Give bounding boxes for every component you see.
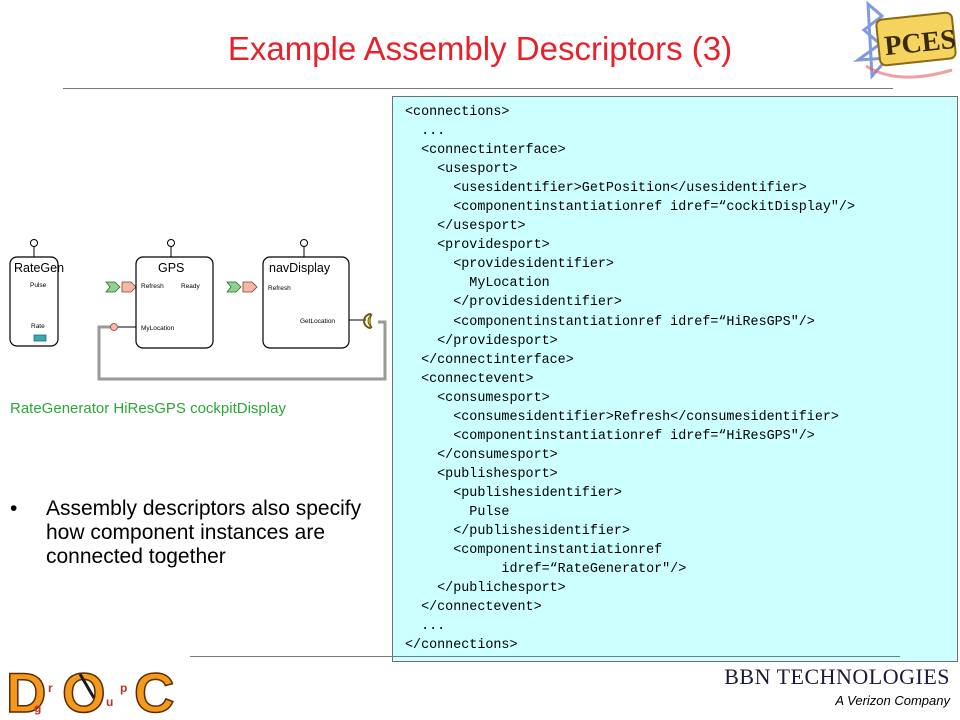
- connection-wire: [97, 320, 387, 381]
- footer-divider: [190, 656, 900, 657]
- component-diagram: RateGen Pulse Rate GPS Refresh Ready MyL…: [9, 239, 387, 381]
- code-line: <componentinstantiationref idref=“HiResG…: [405, 428, 815, 444]
- code-line: Pulse: [405, 504, 510, 520]
- component-navdisplay: navDisplay Refresh GetLocation: [262, 239, 373, 349]
- code-line: <publishesidentifier>: [405, 485, 622, 501]
- code-line: ...: [405, 124, 446, 140]
- code-line: </providesport>: [405, 333, 558, 349]
- code-line: MyLocation: [405, 276, 550, 292]
- receptacle-port: [367, 313, 373, 329]
- component-name: RateGen: [14, 261, 64, 275]
- code-line: <providesidentifier>: [405, 257, 614, 273]
- code-line: <componentinstantiationref idref=“cockit…: [405, 200, 855, 216]
- event-connection: [105, 281, 137, 293]
- code-line: <componentinstantiationref: [405, 543, 663, 559]
- code-line: </publichesport>: [405, 581, 566, 597]
- doc-logo-letter: C: [134, 662, 174, 718]
- doc-logo-letter: O: [62, 662, 106, 718]
- pces-logo: PCES: [852, 0, 957, 80]
- xml-code: <connections> ... <connectinterface> <us…: [405, 103, 855, 655]
- attribute-port: [33, 334, 47, 342]
- bbn-logo-tagline: A Verizon Company: [835, 693, 950, 708]
- port-label: Ready: [181, 283, 201, 290]
- doc-logo-letter: p: [120, 681, 127, 695]
- slide-title: Example Assembly Descriptors (3): [227, 30, 733, 67]
- facet-port: [110, 323, 118, 331]
- bullet-marker: •: [10, 497, 18, 520]
- event-connection: [226, 281, 258, 293]
- code-line: <consumesidentifier>Refresh</consumeside…: [405, 409, 839, 425]
- code-line: </connections>: [405, 638, 518, 654]
- code-line: <publishesport>: [405, 466, 558, 482]
- port-label: GetLocation: [300, 318, 335, 325]
- code-line: <connections>: [405, 105, 510, 120]
- code-line: </usesport>: [405, 219, 526, 235]
- code-line: <connectinterface>: [405, 143, 566, 159]
- code-line: </connectevent>: [405, 600, 542, 616]
- component-gps: GPS Refresh Ready MyLocation: [110, 239, 214, 349]
- doc-logo-letter: g: [34, 701, 41, 715]
- doc-logo-letter: D: [6, 662, 46, 718]
- code-line: ...: [405, 619, 446, 635]
- title-divider: [63, 88, 893, 89]
- doc-logo-letter: u: [106, 695, 113, 709]
- port-label: Pulse: [30, 282, 47, 289]
- component-name: navDisplay: [269, 261, 331, 275]
- code-line: <connectevent>: [405, 371, 534, 387]
- bullet-text: Assembly descriptors also specify how co…: [46, 497, 362, 568]
- code-line: <consumesport>: [405, 390, 550, 406]
- doc-logo-letter: r: [48, 681, 53, 695]
- port-label: Rate: [31, 323, 45, 330]
- code-line: idref=“RateGenerator"/>: [405, 562, 687, 578]
- code-line: <componentinstantiationref idref=“HiResG…: [405, 314, 815, 330]
- code-line: <providesport>: [405, 238, 550, 254]
- bbn-logo: BBN TECHNOLOGIES A Verizon Company: [722, 664, 950, 708]
- pces-logo-text: PCES: [883, 24, 957, 62]
- code-line: </providesidentifier>: [405, 295, 622, 311]
- code-line: </consumesport>: [405, 447, 558, 463]
- component-name: GPS: [158, 261, 184, 275]
- port-label: Refresh: [141, 283, 164, 290]
- instance-names: RateGenerator HiResGPS cockpitDisplay: [10, 400, 286, 417]
- port-label: Refresh: [268, 285, 291, 292]
- port-label: MyLocation: [141, 325, 175, 332]
- code-line: <usesport>: [405, 162, 518, 178]
- code-panel: <connections> ... <connectinterface> <us…: [392, 96, 958, 662]
- code-line: </connectinterface>: [405, 352, 574, 368]
- component-rategen: RateGen Pulse Rate: [9, 239, 64, 347]
- code-line: <usesidentifier>GetPosition</usesidentif…: [405, 181, 807, 197]
- code-line: </publishesidentifier>: [405, 524, 630, 540]
- doc-group-logo: D g r O u p C: [5, 662, 175, 718]
- bbn-logo-name: BBN TECHNOLOGIES: [724, 664, 950, 689]
